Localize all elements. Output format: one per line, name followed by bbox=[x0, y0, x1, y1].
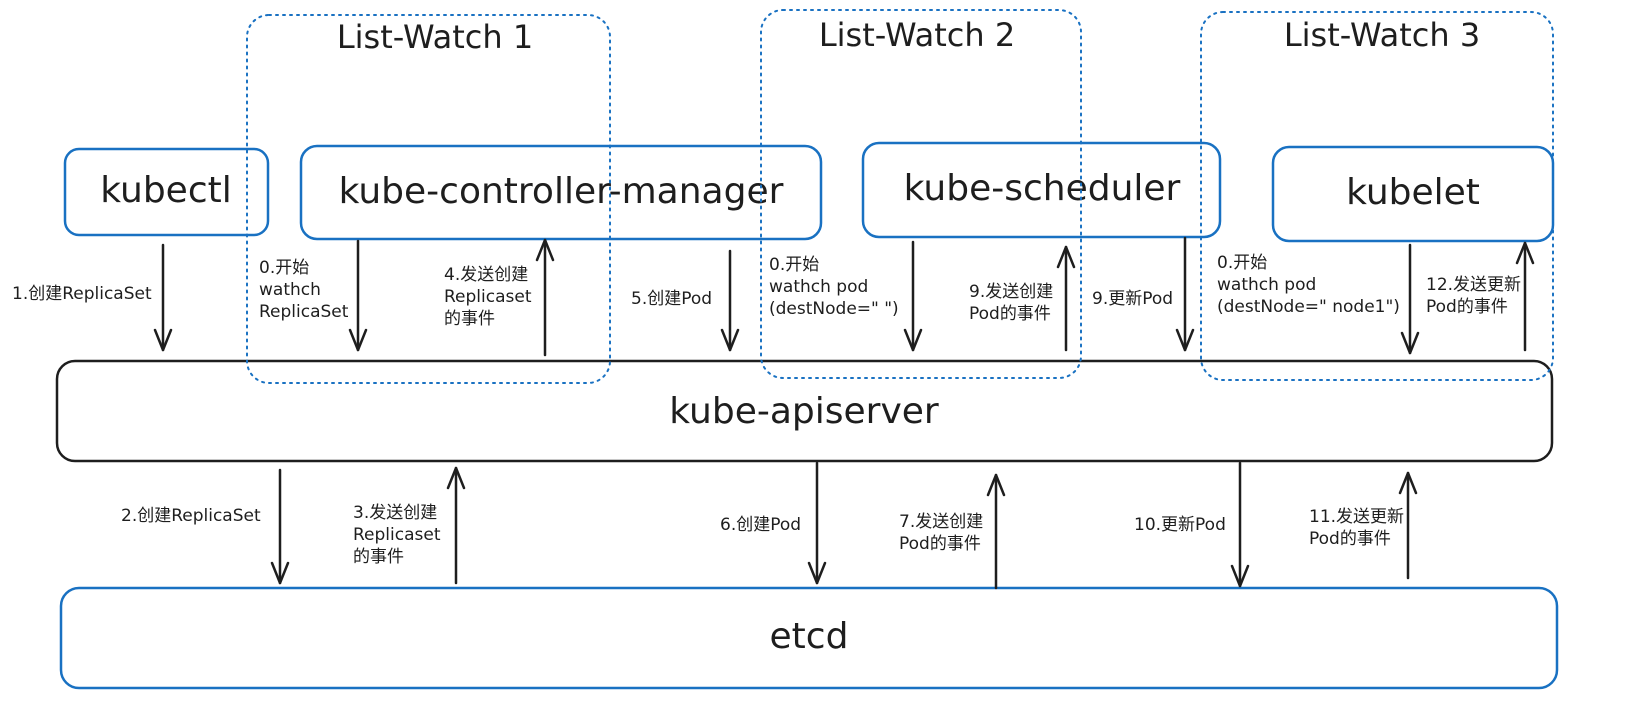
note-line: (destNode=" ") bbox=[769, 299, 899, 319]
arrow-9b-down bbox=[1175, 236, 1195, 352]
apiserver-label: kube-apiserver bbox=[669, 391, 939, 432]
kubectl-label: kubectl bbox=[100, 170, 231, 211]
arrow-2-down bbox=[270, 468, 290, 585]
arrow-0c-down bbox=[1400, 243, 1420, 355]
kubectl-node: kubectl bbox=[63, 147, 270, 237]
note-6: 6.创建Pod bbox=[720, 515, 801, 535]
list-watch-2-label: List-Watch 2 bbox=[819, 16, 1015, 54]
arrow-5-down bbox=[720, 249, 740, 352]
note-line: 3.发送创建 bbox=[353, 503, 437, 523]
note-line: (destNode=" node1") bbox=[1217, 297, 1400, 317]
note-line: 1.创建ReplicaSet bbox=[12, 284, 152, 304]
note-line: ReplicaSet bbox=[259, 302, 349, 322]
arrow-1-down bbox=[153, 243, 173, 352]
note-line: 12.发送更新 bbox=[1426, 275, 1521, 295]
controller-manager-label: kube-controller-manager bbox=[339, 171, 784, 212]
list-watch-1-label: List-Watch 1 bbox=[337, 18, 533, 56]
note-line: wathch bbox=[259, 280, 321, 300]
arrow-0b-down bbox=[903, 240, 923, 352]
note-line: 2.创建ReplicaSet bbox=[121, 506, 261, 526]
note-line: 0.开始 bbox=[259, 258, 309, 278]
note-line: wathch pod bbox=[769, 277, 868, 297]
note-line: 7.发送创建 bbox=[899, 512, 983, 532]
list-watch-2-group: List-Watch 2 bbox=[760, 9, 1082, 379]
arrow-4-up bbox=[535, 238, 555, 357]
note-line: 0.开始 bbox=[1217, 253, 1267, 273]
note-line: 的事件 bbox=[444, 309, 495, 329]
note-line: 11.发送更新 bbox=[1309, 507, 1404, 527]
note-line: 9.更新Pod bbox=[1092, 289, 1173, 309]
note-line: Pod的事件 bbox=[969, 304, 1051, 324]
note-line: 5.创建Pod bbox=[631, 289, 712, 309]
arrow-6-down bbox=[807, 461, 827, 585]
scheduler-label: kube-scheduler bbox=[904, 168, 1181, 209]
list-watch-3-label: List-Watch 3 bbox=[1284, 16, 1480, 54]
etcd-label: etcd bbox=[770, 616, 849, 657]
note-line: 0.开始 bbox=[769, 255, 819, 275]
etcd-node: etcd bbox=[59, 586, 1559, 690]
note-line: Pod的事件 bbox=[1426, 297, 1508, 317]
note-line: 6.创建Pod bbox=[720, 515, 801, 535]
list-watch-1-group: List-Watch 1 bbox=[246, 14, 611, 384]
arrow-10-down bbox=[1230, 461, 1250, 588]
kubelet-node: kubelet bbox=[1271, 145, 1555, 243]
kubelet-label: kubelet bbox=[1346, 172, 1480, 213]
arrow-11-up bbox=[1398, 471, 1418, 580]
note-line: 4.发送创建 bbox=[444, 265, 528, 285]
apiserver-node: kube-apiserver bbox=[55, 359, 1554, 463]
note-line: 的事件 bbox=[353, 547, 404, 567]
note-line: 10.更新Pod bbox=[1134, 515, 1226, 535]
note-line: Replicaset bbox=[353, 525, 441, 545]
note-line: 9.发送创建 bbox=[969, 282, 1053, 302]
note-10: 10.更新Pod bbox=[1134, 515, 1226, 535]
arrow-7-up bbox=[986, 473, 1006, 590]
note-2: 2.创建ReplicaSet bbox=[121, 506, 261, 526]
list-watch-3-group: List-Watch 3 bbox=[1200, 11, 1554, 381]
arrow-9a-up bbox=[1056, 245, 1076, 352]
arrow-3-up bbox=[446, 466, 466, 585]
note-line: Pod的事件 bbox=[899, 534, 981, 554]
note-9b: 9.更新Pod bbox=[1092, 289, 1173, 309]
arrow-12-up bbox=[1515, 241, 1535, 352]
scheduler-node: kube-scheduler bbox=[861, 141, 1222, 239]
note-line: Replicaset bbox=[444, 287, 532, 307]
note-line: Pod的事件 bbox=[1309, 529, 1391, 549]
note-line: wathch pod bbox=[1217, 275, 1316, 295]
arrow-0a-down bbox=[348, 239, 368, 352]
controller-manager-node: kube-controller-manager bbox=[299, 144, 823, 241]
note-5: 5.创建Pod bbox=[631, 289, 712, 309]
note-1: 1.创建ReplicaSet bbox=[12, 284, 152, 304]
